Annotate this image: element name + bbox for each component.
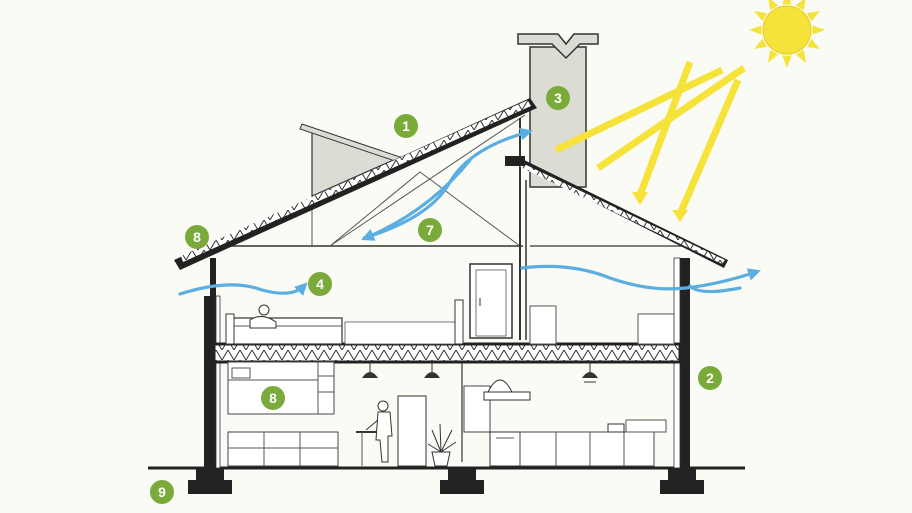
marker-eave: 8 <box>185 225 209 249</box>
sun-ray-small <box>806 38 820 49</box>
svg-text:7: 7 <box>426 222 434 238</box>
cabinet-upper <box>529 305 675 345</box>
plant-icon <box>427 423 457 467</box>
person-icon <box>365 400 393 463</box>
sun-icon <box>749 0 825 68</box>
svg-text:3: 3 <box>554 90 562 106</box>
sun-ray-small <box>754 38 768 49</box>
sun-ray-small <box>768 0 779 11</box>
lamp-icon <box>582 362 598 383</box>
airflow-arrow-icon <box>178 127 761 296</box>
marker-roof: 1 <box>394 114 418 138</box>
svg-text:9: 9 <box>158 484 166 500</box>
svg-text:8: 8 <box>193 229 201 245</box>
sun-ray-small <box>806 11 820 22</box>
marker-attic-airflow: 4 <box>308 272 332 296</box>
sun-ray-small <box>754 11 768 22</box>
roof-right <box>505 156 728 268</box>
marker-ground-floor: 8 <box>261 386 285 410</box>
sun-ray-small <box>795 0 806 11</box>
sun-ray-small <box>782 55 792 68</box>
lamp-icon <box>424 362 440 378</box>
attic-structure <box>218 114 686 340</box>
svg-text:4: 4 <box>316 276 324 292</box>
sun-ray-small <box>768 49 779 63</box>
svg-text:8: 8 <box>269 390 277 406</box>
marker-roof-airflow: 7 <box>418 218 442 242</box>
marker-foundation: 9 <box>150 480 174 504</box>
svg-text:2: 2 <box>706 370 714 386</box>
sun-ray-small <box>782 0 792 5</box>
roof <box>174 98 537 270</box>
wall <box>680 258 690 468</box>
ground-floor-room <box>227 361 667 467</box>
lamp-icon <box>362 362 378 378</box>
svg-text:1: 1 <box>402 118 410 134</box>
sun-ray-small <box>749 25 762 35</box>
sun-ray-icon <box>554 60 746 222</box>
foundation <box>188 468 704 494</box>
wall-left <box>204 296 216 468</box>
floor-truss <box>212 342 682 364</box>
upper-door <box>469 263 513 339</box>
chimney <box>517 33 599 188</box>
marker-wall: 2 <box>698 366 722 390</box>
sun-ray-small <box>812 25 825 35</box>
marker-chimney: 3 <box>546 86 570 110</box>
bedroom <box>225 299 464 345</box>
person-icon <box>249 304 277 329</box>
sun-ray-small <box>795 49 806 63</box>
